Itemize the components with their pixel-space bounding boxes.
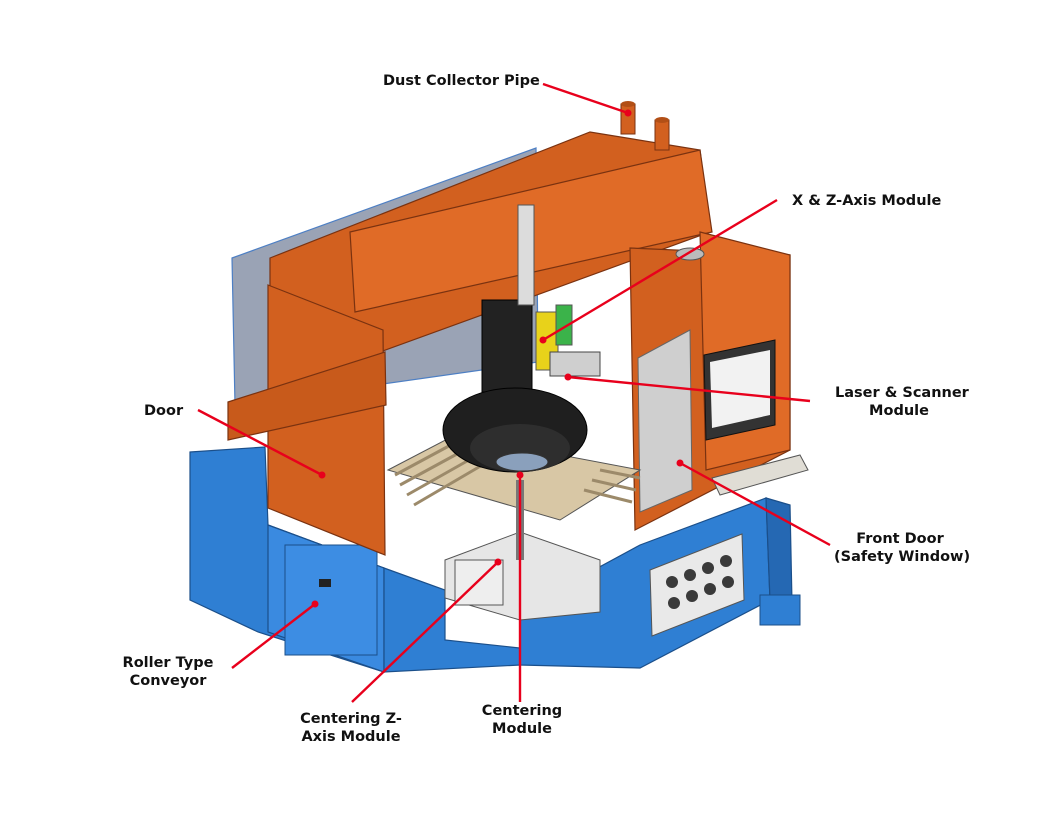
label-centering-module: Centering Module	[477, 702, 567, 738]
left-front-strip	[227, 351, 387, 441]
label-dust-collector-pipe-text: Dust Collector Pipe	[383, 73, 540, 89]
label-centering-module-line1: Centering	[481, 703, 563, 719]
label-centering-module-line2: Module	[492, 721, 552, 737]
xz-vertical-column	[481, 299, 533, 393]
centering-z-block	[454, 559, 504, 606]
label-laser-scanner-module: Laser & Scanner Module	[835, 384, 969, 420]
control-panel-shelf	[711, 454, 809, 496]
base-foot	[759, 594, 801, 626]
xz-slide	[517, 204, 535, 306]
label-xz-axis-module-text: X & Z-Axis Module	[792, 193, 942, 209]
label-front-door-line1: Front Door	[856, 531, 944, 547]
label-laser-scanner-line1: Laser & Scanner	[835, 385, 969, 401]
leader-door-dot	[318, 471, 326, 479]
label-front-door: Front Door (Safety Window)	[834, 530, 971, 566]
label-door: Door	[144, 402, 183, 420]
valve-manifold	[666, 555, 734, 609]
leader-roller-conveyor-dot	[311, 600, 319, 608]
label-front-door-line2: (Safety Window)	[834, 549, 971, 565]
leader-centering-module-dot	[516, 471, 524, 479]
leader-xz-axis-dot	[539, 336, 547, 344]
control-screen	[710, 350, 770, 428]
left-door-panel	[267, 284, 386, 556]
leader-dust-pipe	[542, 82, 629, 115]
leader-centering-z-dot	[494, 558, 502, 566]
label-xz-axis-module: X & Z-Axis Module	[792, 192, 941, 210]
base-left-handle	[319, 579, 331, 587]
dust-pipe-2-cap	[655, 117, 669, 123]
label-roller-line1: Roller Type	[122, 655, 214, 671]
base-left-panel	[284, 544, 378, 656]
base-right-side	[765, 497, 793, 604]
tire-rim	[495, 452, 549, 472]
label-centering-z-axis-module: Centering Z- Axis Module	[296, 710, 406, 746]
base-frame	[189, 446, 801, 673]
leader-front-door	[679, 461, 831, 547]
leader-roller-conveyor	[231, 603, 316, 669]
leader-door	[197, 408, 323, 477]
leader-laser-scanner-dot	[564, 373, 572, 381]
dust-pipe-1-cap	[621, 101, 635, 107]
front-safety-window	[637, 329, 693, 513]
label-roller-line2: Conveyor	[129, 673, 207, 689]
dust-pipe-2	[654, 119, 670, 151]
leader-laser-scanner	[567, 375, 811, 403]
label-dust-collector-pipe: Dust Collector Pipe	[383, 72, 540, 90]
label-centering-z-line2: Axis Module	[301, 729, 401, 745]
laser-scanner-head	[549, 351, 601, 377]
interior	[386, 204, 642, 621]
label-roller-type-conveyor: Roller Type Conveyor	[118, 654, 218, 690]
xz-green-carriage	[555, 304, 573, 346]
leader-centering-z	[351, 561, 499, 703]
dust-pipe-1	[620, 103, 636, 135]
label-laser-scanner-line2: Module	[869, 403, 929, 419]
leader-dust-pipe-dot	[624, 109, 632, 117]
leader-lines	[197, 82, 831, 703]
label-centering-z-line1: Centering Z-	[300, 711, 402, 727]
label-door-text: Door	[144, 403, 184, 419]
leader-xz-axis	[542, 198, 778, 342]
leader-front-door-dot	[676, 459, 684, 467]
